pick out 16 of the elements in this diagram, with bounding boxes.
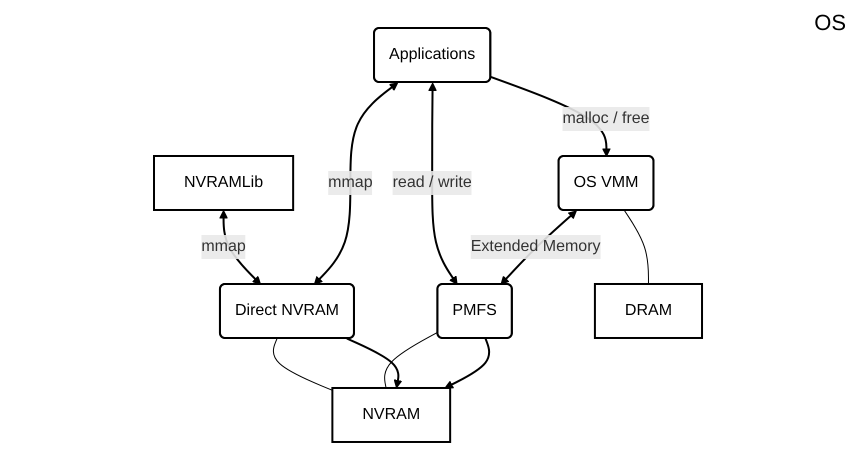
arrow [314,82,398,284]
arrow [444,338,490,388]
arrow [346,337,402,388]
edge-label: Extended Memory [470,237,601,254]
connector [624,210,649,284]
connector [384,331,438,388]
node-box: NVRAM [331,386,452,442]
edge-label: mmap [201,237,246,254]
node-box: DRAM [594,282,703,338]
edge-label: malloc / free [562,109,650,126]
connector [272,338,333,390]
arrow [428,82,458,284]
edge-label: mmap [328,173,373,190]
edge-label: read / write [392,173,472,190]
node-box: NVRAMLib [153,154,294,210]
layer-label: OS [814,10,846,36]
